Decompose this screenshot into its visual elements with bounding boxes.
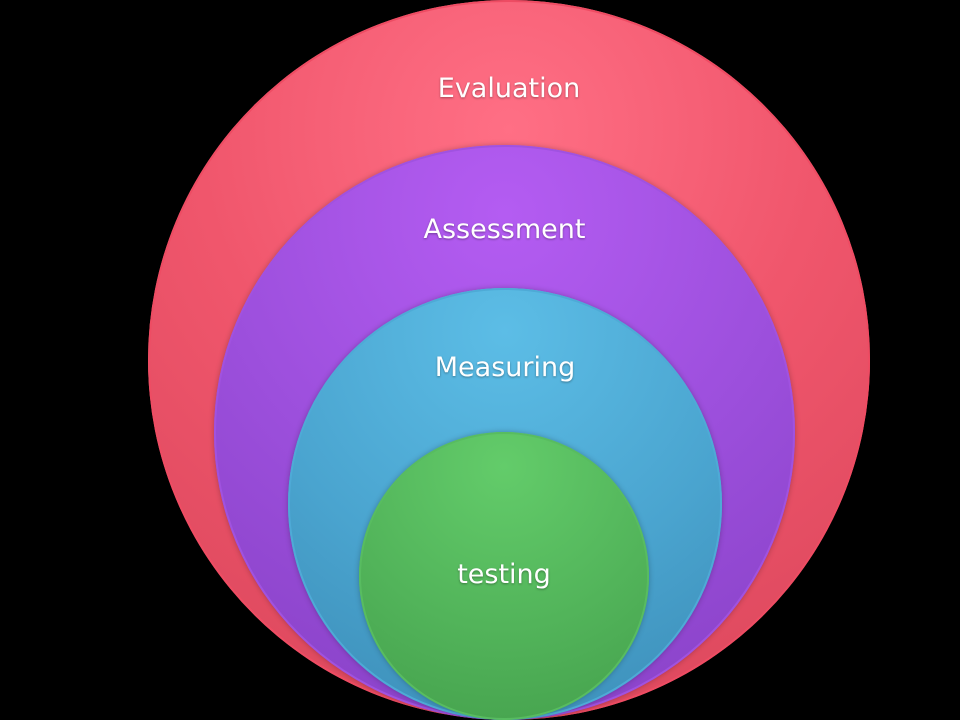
testing-circle: testing: [359, 432, 649, 720]
evaluation-label: Evaluation: [437, 73, 581, 104]
assessment-label: Assessment: [423, 214, 586, 245]
measuring-circle: Measuring testing: [288, 288, 722, 720]
measuring-label: Measuring: [434, 352, 576, 383]
evaluation-circle: Evaluation Assessment Measuring testing: [148, 0, 870, 720]
testing-label: testing: [457, 559, 551, 590]
assessment-circle: Assessment Measuring testing: [214, 145, 795, 720]
